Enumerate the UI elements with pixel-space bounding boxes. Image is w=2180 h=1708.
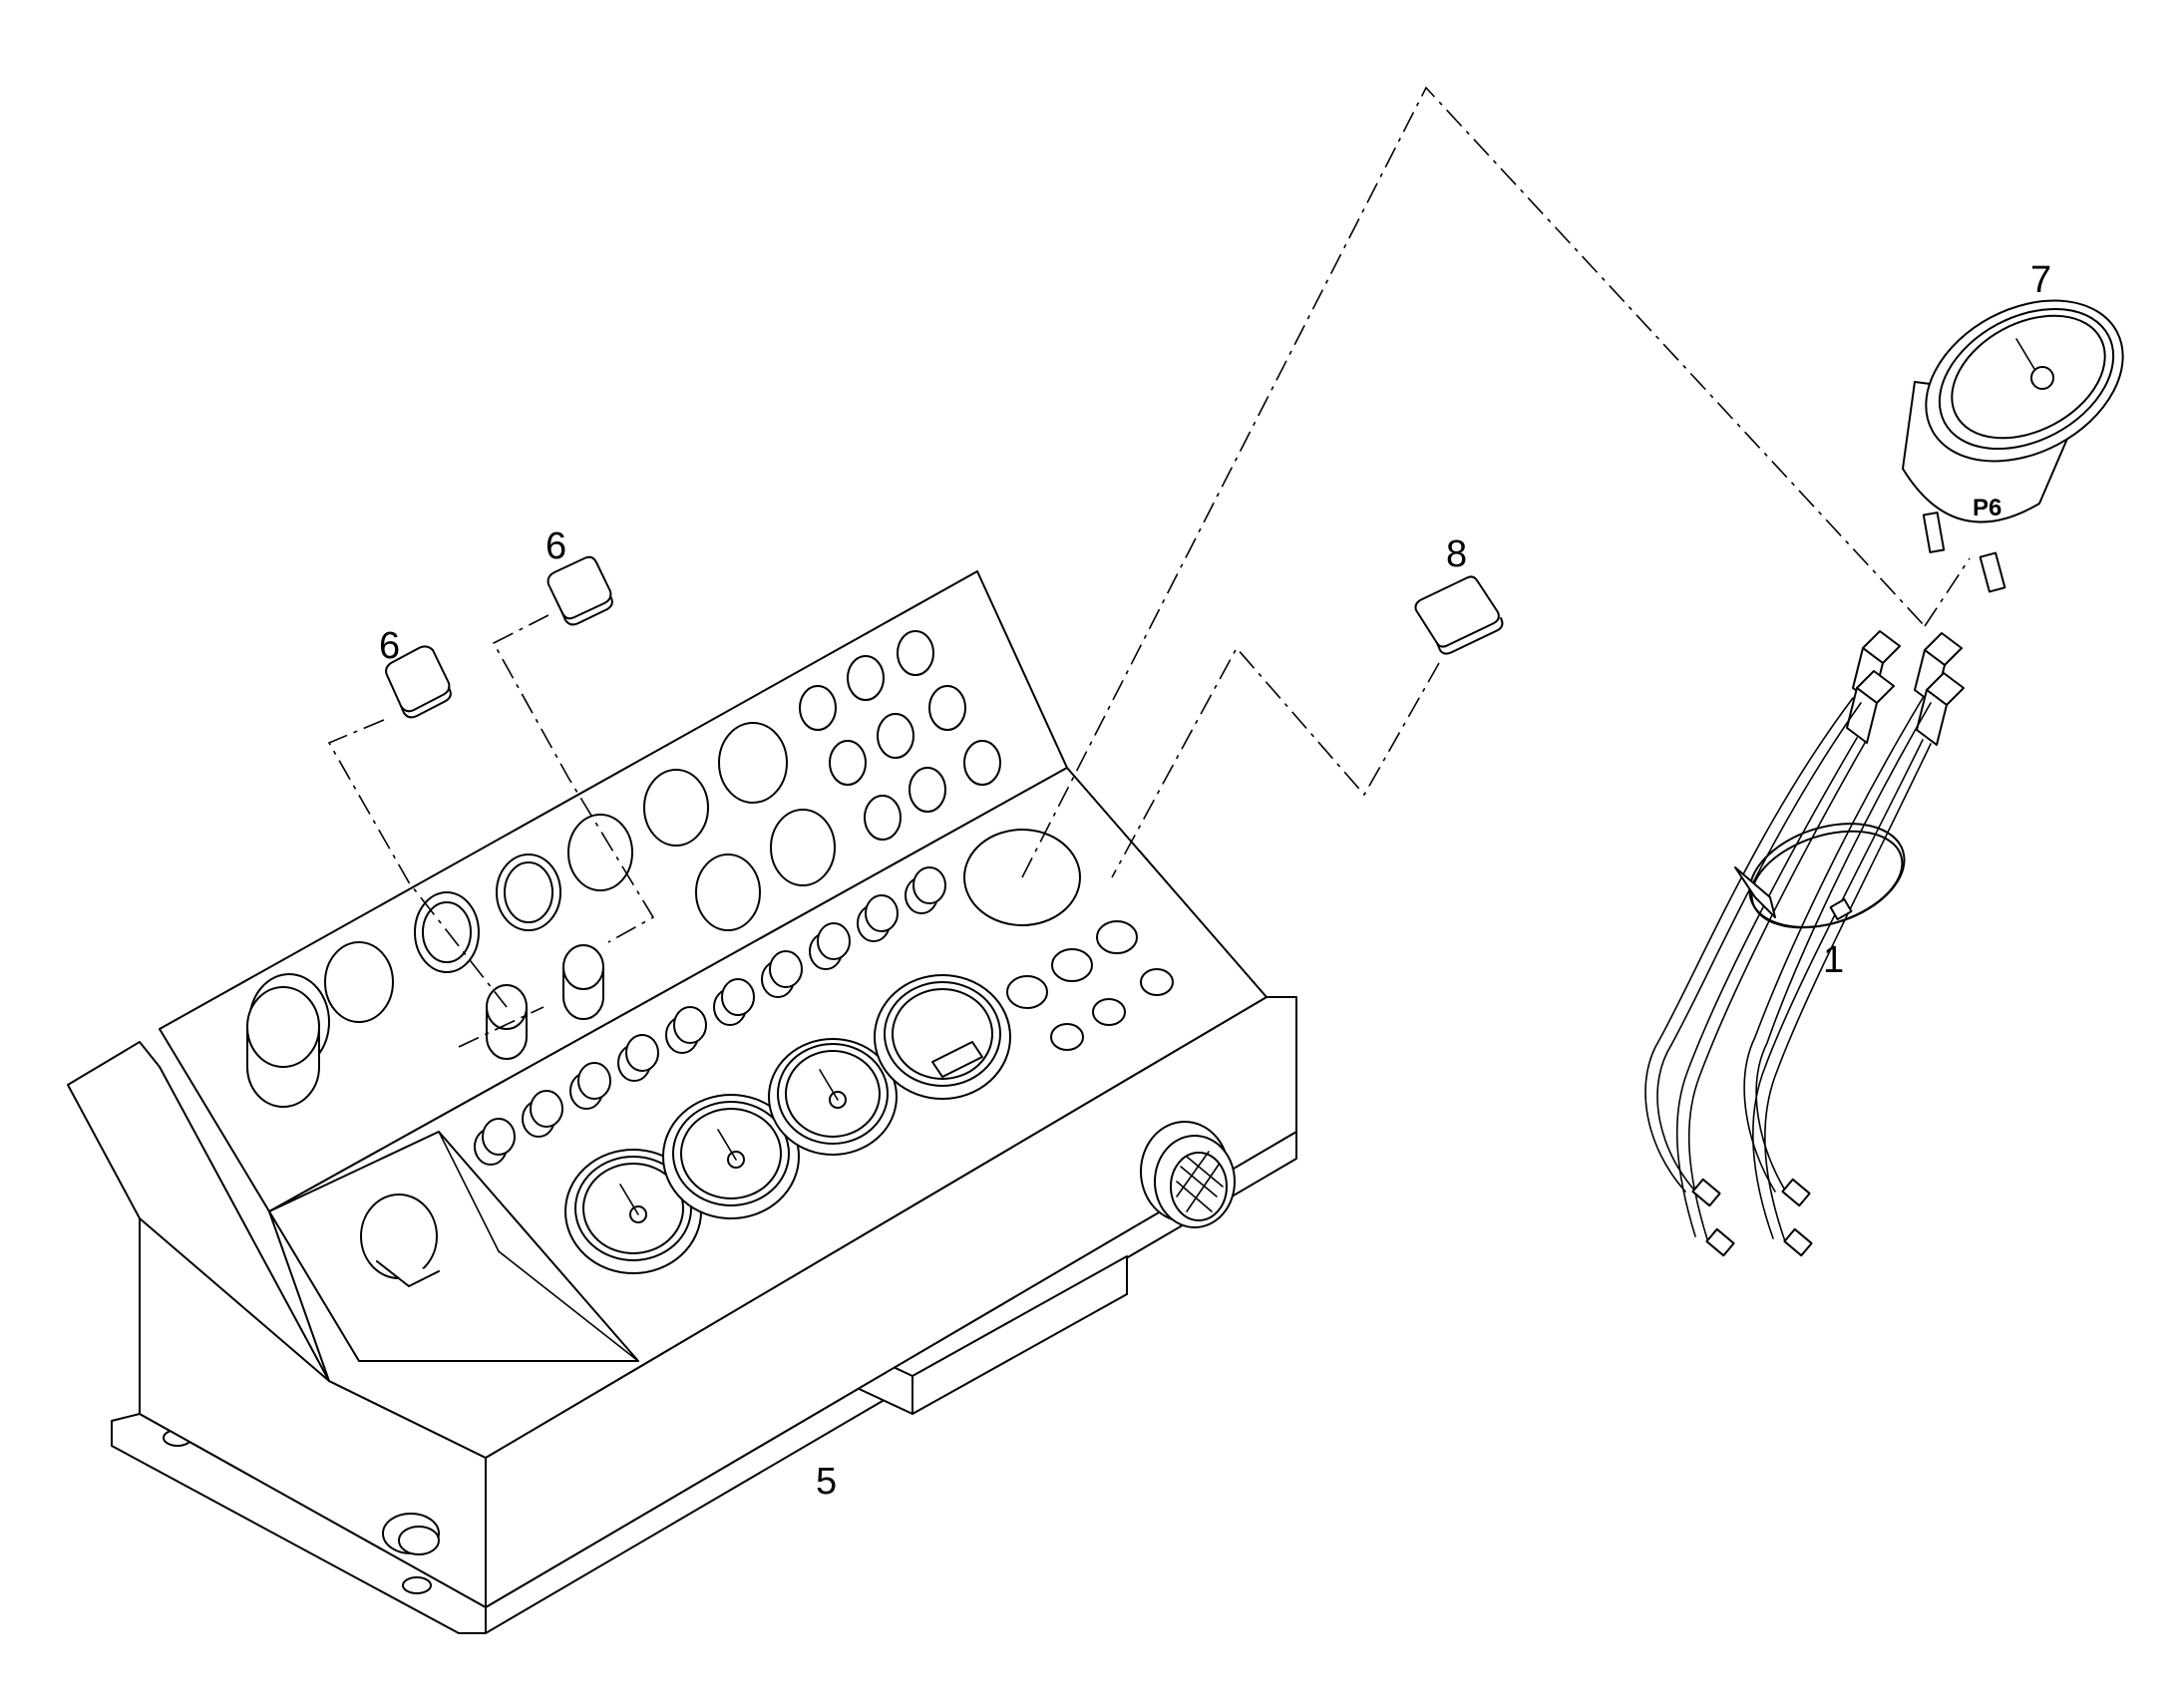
lamp — [857, 894, 899, 942]
knob-face — [422, 901, 472, 963]
opening — [695, 854, 761, 931]
opening — [643, 769, 709, 847]
indicator-cap-right — [546, 555, 613, 626]
opening — [799, 685, 837, 731]
opening — [567, 814, 633, 891]
lamp — [809, 922, 851, 970]
callout-cap-right: 6 — [545, 525, 566, 567]
round-connector — [1140, 1121, 1236, 1228]
harness-connector — [1916, 672, 1965, 746]
indicator-sockets — [486, 944, 604, 1060]
recess-edge — [438, 1131, 500, 1252]
opening — [897, 630, 934, 676]
opening — [928, 685, 966, 731]
gauge — [662, 1094, 800, 1219]
lower-panel-small-openings — [1006, 920, 1174, 1051]
callout-cap-left: 6 — [379, 625, 400, 667]
upper-panel-knobs — [246, 861, 553, 1108]
corner-toggle — [382, 1513, 440, 1555]
lamp — [617, 1034, 659, 1082]
opening — [324, 941, 394, 1023]
leader-gauge-harness — [1924, 557, 1971, 627]
lamp — [474, 1118, 516, 1166]
leader-cap-left — [327, 719, 508, 1008]
opening — [829, 740, 867, 786]
gauge — [874, 974, 1011, 1100]
control-console — [67, 570, 1297, 1634]
opening — [963, 740, 1001, 786]
recess-switch-lever — [376, 1260, 440, 1287]
leader-cap-small — [1111, 646, 1440, 878]
harness-terminal — [1691, 1178, 1813, 1257]
recess-edge-2 — [498, 1250, 639, 1362]
lamp — [761, 950, 803, 998]
gauge-label: P6 — [1973, 495, 2001, 521]
opening — [877, 713, 914, 759]
gauge-p6 — [1902, 299, 2124, 593]
callout-harness: 1 — [1823, 939, 1844, 981]
indicator-cap-left — [385, 645, 452, 719]
callout-console: 5 — [816, 1461, 837, 1503]
opening — [770, 809, 836, 886]
leader-lines — [327, 86, 1971, 1048]
gauge — [768, 1038, 898, 1156]
indicator-cap-small — [1414, 575, 1504, 655]
mount-hole-right — [402, 1576, 432, 1594]
opening — [847, 655, 885, 701]
lamp — [569, 1062, 611, 1110]
lamp — [713, 978, 755, 1026]
opening — [864, 795, 902, 841]
lower-panel-gauges — [564, 974, 1011, 1274]
socket-face — [562, 944, 604, 990]
callout-cap-small: 8 — [1446, 533, 1467, 575]
lamp — [665, 1006, 707, 1054]
callout-gauge: 7 — [2030, 259, 2051, 301]
leader-cap-right — [492, 614, 655, 943]
opening — [718, 722, 788, 804]
lamp — [905, 866, 946, 914]
callout-labels: 1 5 6 6 7 8 P6 — [379, 259, 2051, 1503]
knob-face — [246, 986, 320, 1068]
leader-gauge — [1021, 86, 1926, 878]
lamp — [522, 1090, 563, 1138]
knob-face — [504, 861, 553, 923]
lower-panel-lamps — [474, 866, 946, 1166]
wiring-harness — [1644, 630, 1965, 1257]
opening — [908, 767, 946, 813]
leader-cap-left-tail — [458, 1006, 545, 1048]
harness-connector — [1846, 670, 1895, 744]
